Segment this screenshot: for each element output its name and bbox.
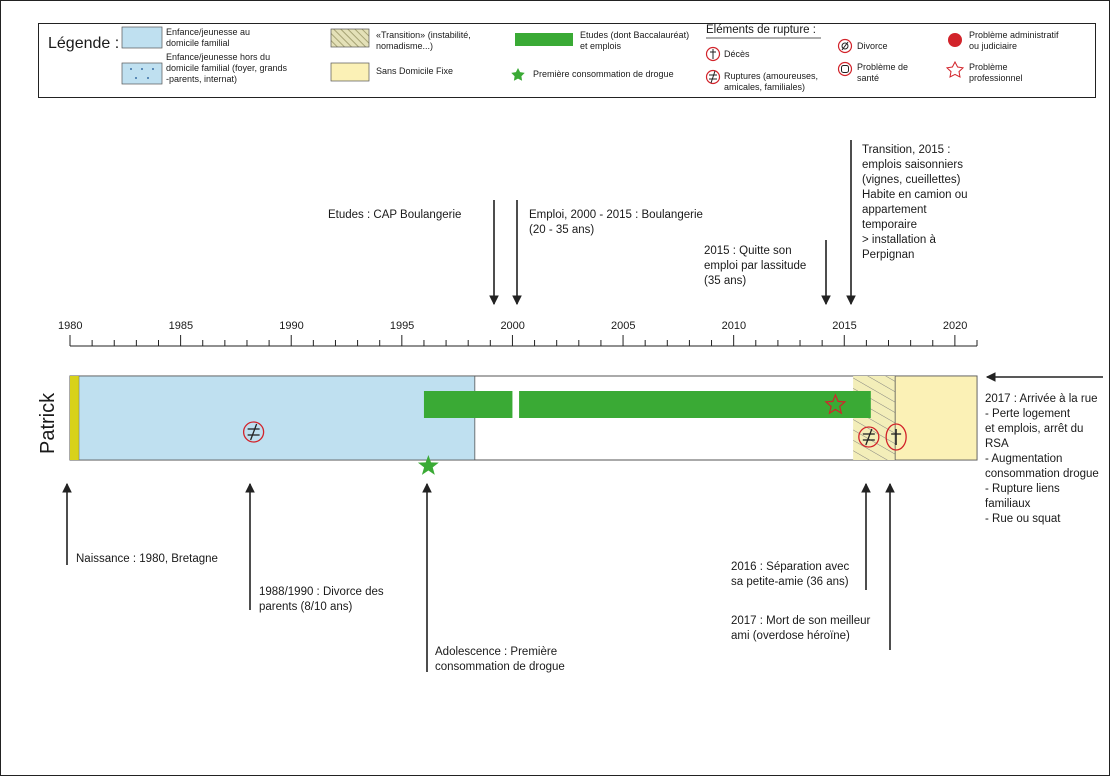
annotation-emploi: Emploi, 2000 - 2015 : Boulangerie (20 - … bbox=[529, 209, 703, 236]
annotation-separation: 2016 : Séparation avec sa petite-amie (3… bbox=[731, 561, 850, 588]
legend-pro-icon bbox=[945, 60, 965, 78]
legend-health-icon bbox=[837, 61, 853, 77]
swatch-drug-star-icon bbox=[511, 68, 525, 81]
annotation-naissance: Naissance : 1980, Bretagne bbox=[76, 553, 218, 565]
legend-title: Légende : bbox=[48, 35, 120, 52]
legend-admin-icon bbox=[948, 33, 962, 47]
annotation-divorce: 1988/1990 : Divorce des parents (8/10 an… bbox=[259, 586, 384, 613]
annotation-etudes: Etudes : CAP Boulangerie bbox=[328, 209, 462, 221]
death-icon bbox=[885, 423, 907, 451]
arrow-adolescence bbox=[422, 482, 432, 672]
legend-label-transition: «Transition» (instabilité, nomadisme...) bbox=[376, 30, 471, 51]
axis-tick-label: 2005 bbox=[611, 320, 636, 332]
swatch-transition bbox=[330, 28, 370, 48]
legend-label-pro: Problème professionnel bbox=[969, 62, 1023, 83]
event-markers bbox=[242, 393, 907, 475]
axis-tick-label: 2000 bbox=[500, 320, 525, 332]
person-name: Patrick bbox=[37, 392, 59, 454]
legend-rupture-icon bbox=[705, 69, 721, 85]
axis-tick-label: 1980 bbox=[58, 320, 83, 332]
annotation-transition: Transition, 2015 : emplois saisonniers (… bbox=[862, 144, 968, 261]
life-bands bbox=[69, 375, 978, 461]
arrow-quitte bbox=[821, 240, 831, 306]
axis-tick-label: 1990 bbox=[279, 320, 304, 332]
axis-tick-label: 2015 bbox=[832, 320, 857, 332]
band-home bbox=[78, 375, 476, 461]
swatch-dots bbox=[130, 68, 154, 79]
swatch-home bbox=[121, 26, 163, 49]
axis-tick-label: 2010 bbox=[721, 320, 747, 332]
axis-ticks bbox=[69, 335, 978, 346]
band-studies-2 bbox=[519, 391, 871, 418]
legend-label-admin: Problème administratif ou judiciaire bbox=[969, 30, 1059, 51]
rupture-icon bbox=[858, 426, 880, 448]
annotation-arrivee-rue: 2017 : Arrivée à la rue - Perte logement… bbox=[985, 393, 1099, 525]
legend-label-health: Problème de santé bbox=[857, 62, 909, 83]
legend-label-sdf: Sans Domicile Fixe bbox=[376, 66, 454, 76]
band-sdf bbox=[894, 375, 978, 461]
band-studies-1 bbox=[423, 391, 513, 418]
legend-label-home: Enfance/jeunesse au domicile familial bbox=[166, 27, 251, 48]
legend-label-death: Décès bbox=[724, 49, 750, 59]
legend-death-icon bbox=[705, 46, 721, 62]
pro-problem-icon bbox=[824, 393, 847, 415]
annotation-quitte: 2015 : Quitte son emploi par lassitude (… bbox=[704, 245, 807, 287]
legend-rupture-title: Eléments de rupture : bbox=[706, 24, 816, 36]
arrow-mort bbox=[885, 482, 895, 650]
arrow-separation bbox=[861, 482, 871, 590]
drug-star-icon bbox=[417, 455, 439, 475]
annotation-mort: 2017 : Mort de son meilleur ami (overdos… bbox=[731, 615, 871, 642]
axis-tick-label: 1985 bbox=[168, 320, 194, 332]
swatch-studies bbox=[515, 33, 573, 46]
rupture-icon bbox=[242, 421, 265, 443]
arrow-transition bbox=[846, 140, 856, 306]
arrow-arrivee-rue bbox=[985, 372, 1103, 382]
legend-divorce-icon bbox=[837, 38, 853, 54]
legend-label-outside-home: Enfance/jeunesse hors du domicile famili… bbox=[166, 52, 288, 84]
swatch-sdf bbox=[330, 62, 370, 82]
arrow-naissance bbox=[62, 482, 72, 565]
legend-label-studies: Etudes (dont Baccalauréat) et emplois bbox=[580, 30, 690, 51]
arrow-divorce bbox=[245, 482, 255, 610]
legend-label-first-drug: Première consommation de drogue bbox=[533, 69, 674, 79]
arrow-etudes bbox=[489, 200, 499, 306]
legend-label-divorce: Divorce bbox=[857, 41, 888, 51]
axis-tick-label: 1995 bbox=[389, 320, 415, 332]
axis-tick-label: 2020 bbox=[942, 320, 968, 332]
annotation-adolescence: Adolescence : Première consommation de d… bbox=[435, 646, 565, 673]
legend bbox=[38, 23, 1096, 98]
swatch-outside-home bbox=[121, 62, 163, 85]
band-birth bbox=[70, 376, 79, 460]
event-arrows bbox=[62, 140, 1103, 672]
arrow-emploi bbox=[512, 200, 522, 306]
legend-label-ruptures: Ruptures (amoureuses, amicales, familial… bbox=[724, 71, 819, 92]
